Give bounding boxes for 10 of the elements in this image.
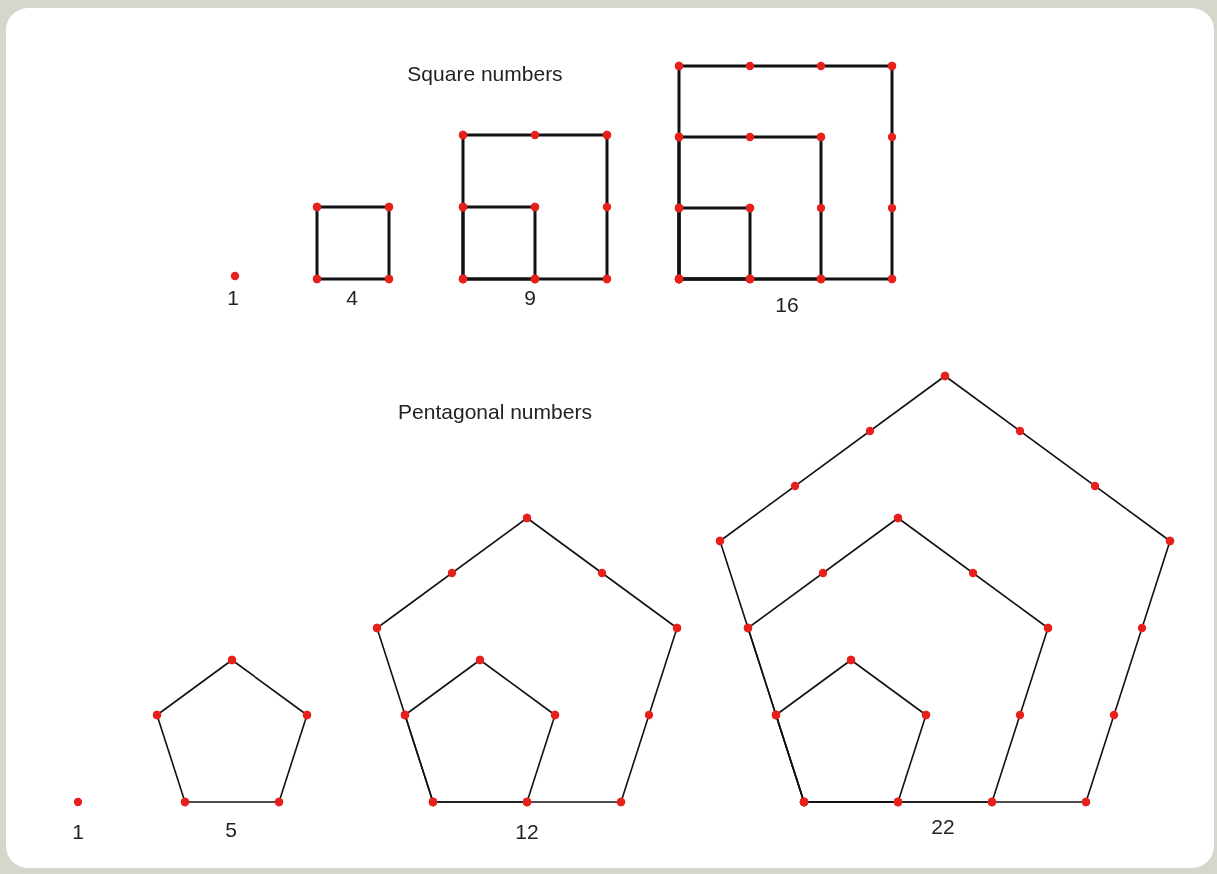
- number-label: 22: [931, 815, 955, 839]
- number-label: 4: [346, 286, 358, 310]
- number-label: 12: [515, 820, 539, 844]
- heading: Square numbers: [407, 62, 563, 86]
- heading: Pentagonal numbers: [398, 400, 592, 424]
- number-label: 1: [227, 286, 239, 310]
- number-label: 9: [524, 286, 536, 310]
- number-label: 1: [72, 820, 84, 844]
- number-label: 16: [775, 293, 799, 317]
- number-label: 5: [225, 818, 237, 842]
